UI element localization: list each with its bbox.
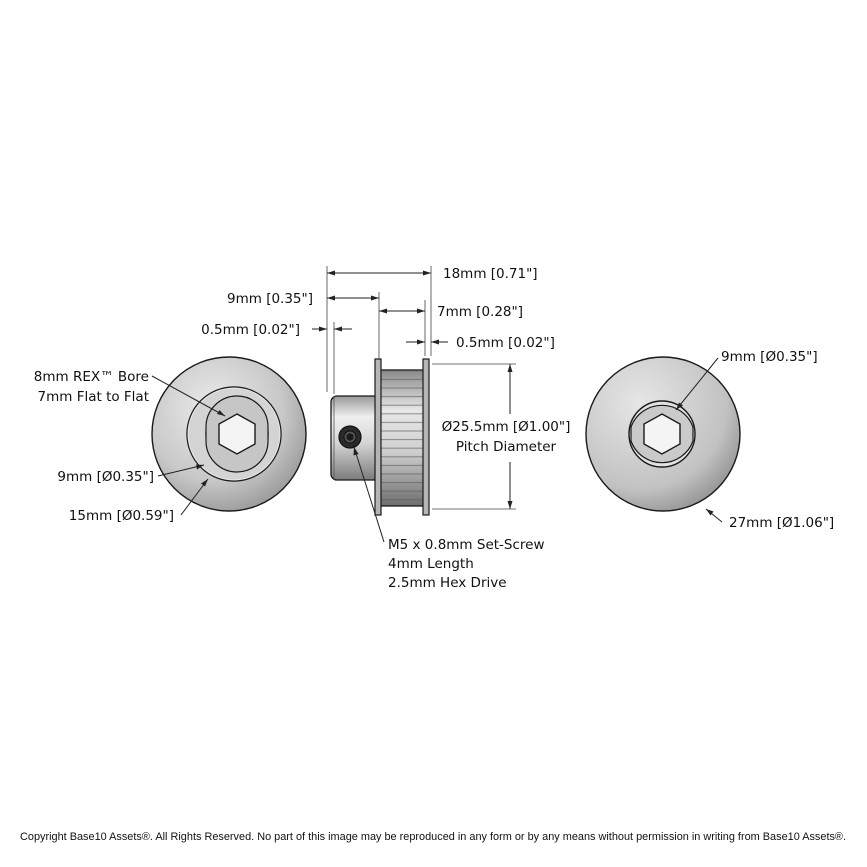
flange-thickness-label: 0.5mm [0.02"] — [456, 335, 555, 351]
side-view — [330, 358, 430, 516]
hub-length-label: 9mm [0.35"] — [227, 291, 313, 307]
front-flange — [374, 358, 382, 516]
back-flange — [422, 358, 430, 516]
set-screw-label: M5 x 0.8mm Set-Screw — [388, 537, 545, 553]
flange-dia-label: 27mm [Ø1.06"] — [729, 515, 834, 531]
back-hex-bore — [643, 413, 681, 455]
bore-flat-label: 7mm Flat to Flat — [38, 389, 149, 405]
flange-face-view — [585, 356, 741, 512]
belt-width-label: 7mm [0.28"] — [437, 304, 523, 320]
dimension-lines — [151, 266, 723, 543]
hex-bore — [218, 413, 256, 455]
pitch-diameter-value: Ø25.5mm [Ø1.00"] — [442, 419, 571, 435]
bore-type-label: 8mm REX™ Bore — [34, 369, 149, 385]
set-screw-drive-label: 2.5mm Hex Drive — [388, 575, 507, 591]
set-screw-length-label: 4mm Length — [388, 556, 474, 572]
pitch-diameter-label: Pitch Diameter — [456, 439, 557, 455]
hub-bore-dia-label: 9mm [Ø0.35"] — [57, 469, 154, 485]
overall-length-label: 18mm [0.71"] — [443, 266, 538, 282]
hub-face-view — [151, 356, 307, 512]
hub-dia-label: 15mm [Ø0.59"] — [69, 508, 174, 524]
dimension-labels: 18mm [0.71"] 9mm [0.35"] 7mm [0.28"] 0.5… — [34, 266, 834, 591]
copyright-notice: Copyright Base10 Assets®. All Rights Res… — [20, 831, 846, 843]
back-bore-dia-label: 9mm [Ø0.35"] — [721, 349, 818, 365]
hub-gap-label: 0.5mm [0.02"] — [201, 322, 300, 338]
